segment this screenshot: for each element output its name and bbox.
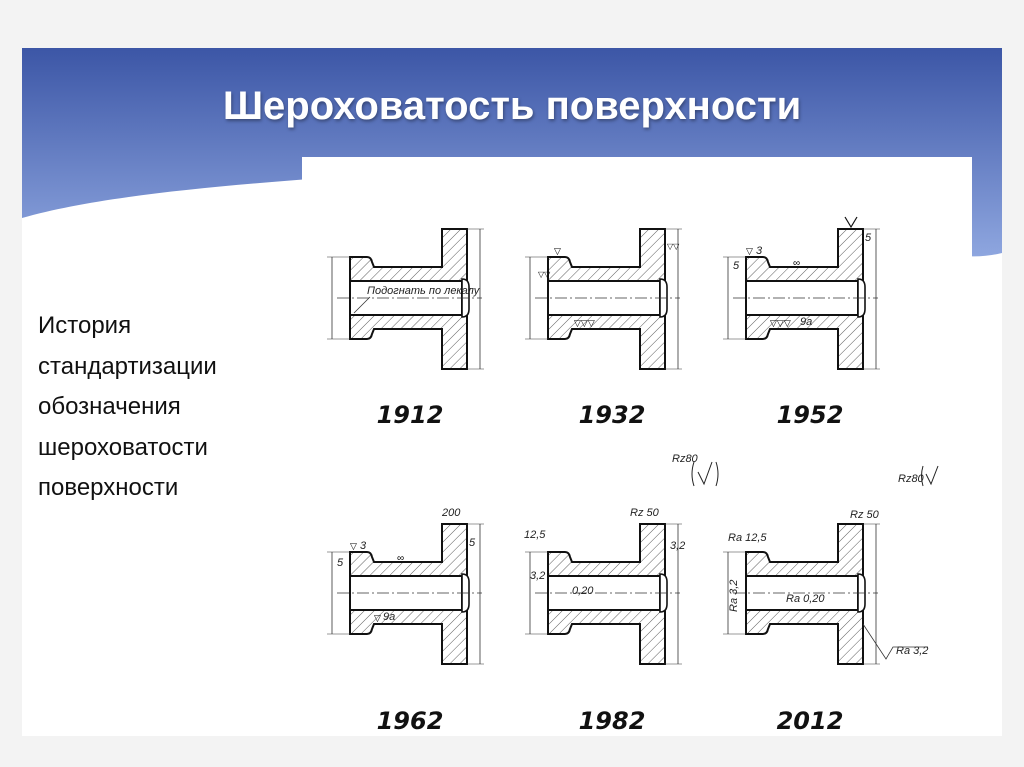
year-label: 1952: [777, 401, 844, 429]
annotation: Rz 50: [630, 507, 660, 519]
annotation: Rz80: [672, 453, 699, 465]
annotation: 200: [441, 507, 461, 519]
annotation: 5: [469, 537, 476, 549]
roughness-symbol: ▽: [374, 613, 381, 623]
roughness-symbol: ∞: [397, 553, 404, 564]
annotation: 0,20: [572, 585, 594, 597]
roughness-symbol: ▽▽▽: [770, 318, 791, 328]
annotation: Rz80: [898, 473, 925, 485]
annotation: Ra 12,5: [728, 532, 767, 544]
panel-1912: Подогнать по лекалу: [326, 228, 485, 370]
annotation: 3: [360, 540, 367, 552]
header-band: [22, 48, 1002, 257]
side-text-line: обозначения: [38, 393, 181, 420]
year-label: 1932: [579, 401, 646, 429]
annotation: Rz 50: [850, 509, 880, 521]
year-label: 1982: [579, 707, 646, 735]
slide-title: Шероховатость поверхности: [222, 84, 802, 128]
annotation: 3,2: [530, 570, 545, 582]
year-label: 2012: [777, 707, 844, 735]
annotation: 12,5: [524, 529, 546, 541]
slide: Шероховатость поверхности История станда…: [22, 48, 1002, 736]
annotation: Ra 3,2: [728, 580, 740, 612]
annotation: 5: [337, 557, 344, 569]
roughness-symbol: ▽: [350, 541, 357, 551]
panel-1952: ▽ 3 5 5 ▽▽▽ 9а ∞: [722, 216, 881, 370]
roughness-symbol: ▽: [746, 246, 753, 256]
year-label: 1962: [377, 707, 444, 735]
year-label: 1912: [377, 401, 444, 429]
annotation: 9а: [800, 316, 812, 328]
annotation: Ra 0,20: [786, 593, 825, 605]
roughness-symbol: ▽▽: [538, 270, 551, 279]
roughness-symbol: ∞: [793, 258, 800, 269]
panel-1932: ▽ ▽▽ ▽▽▽ ▽▽: [524, 228, 683, 370]
side-text-line: стандартизации: [38, 352, 217, 380]
roughness-symbol: ▽▽: [667, 242, 680, 251]
annotation: 5: [733, 260, 740, 272]
side-text-line: История: [38, 312, 132, 339]
annotation: Подогнать по лекалу: [367, 285, 481, 297]
annotation: 9а: [383, 611, 395, 623]
side-text-line: поверхности: [38, 474, 179, 501]
side-text: История стандартизации обозначения шерох…: [38, 306, 298, 509]
side-text-line: шероховатости: [38, 433, 208, 461]
annotation: 3: [756, 245, 763, 257]
annotation: Ra 3,2: [896, 645, 928, 657]
panel-1962: 200 ▽ 3 5 5 ▽ 9а ∞: [326, 507, 485, 665]
roughness-drawings: Подогнать по лекалу 1912 ▽ ▽▽ ▽▽▽ ▽▽ 193…: [302, 157, 972, 736]
roughness-symbol: ▽: [554, 246, 561, 256]
annotation: 3,2: [670, 540, 685, 552]
panel-2012: Rz80 Rz 50 Ra 12,5 Ra 3,2 Ra 0,20 Ra 3,2: [722, 465, 939, 665]
panel-1982: Rz80 Rz 50 12,5 3,2 3,2 0,20: [524, 453, 719, 665]
roughness-symbol: ▽▽▽: [574, 318, 595, 328]
annotation: 5: [865, 232, 872, 244]
